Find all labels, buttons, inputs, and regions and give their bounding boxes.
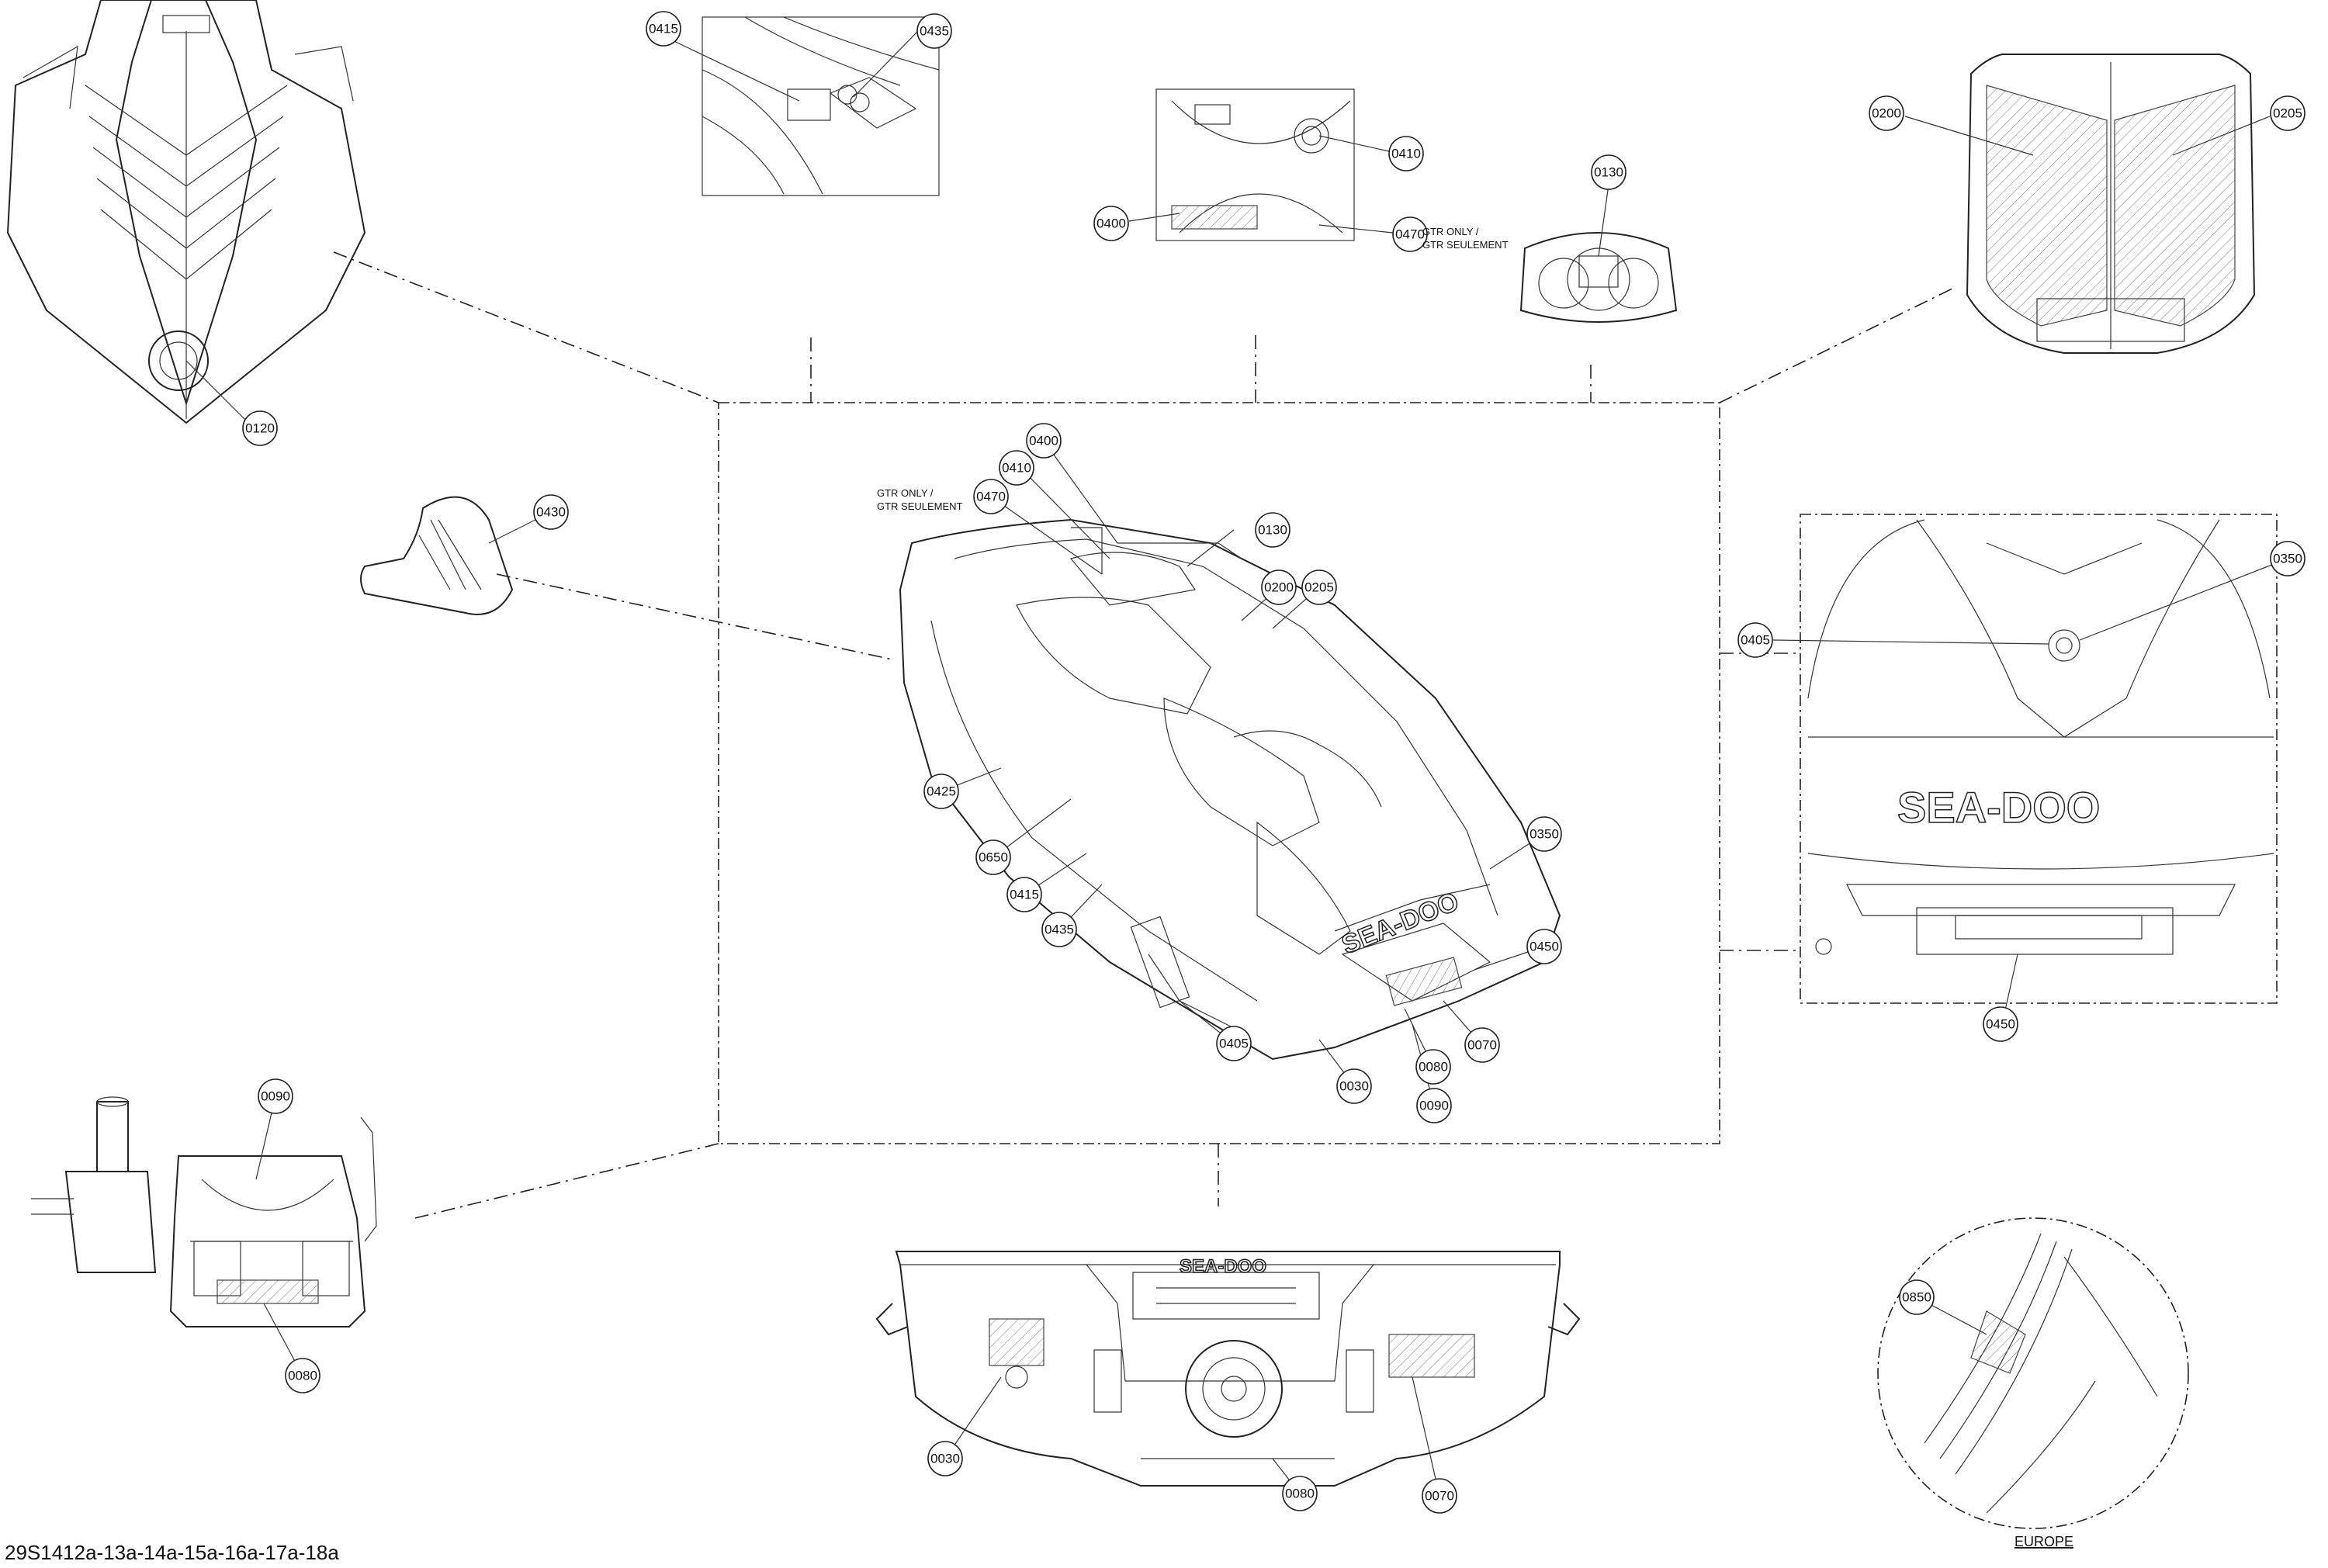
callout-0415-glovebox[interactable]: 0415	[646, 11, 681, 47]
callout-0410-main[interactable]: 0410	[999, 450, 1034, 486]
callout-0205-main[interactable]: 0205	[1301, 569, 1337, 605]
callout-0205-pad[interactable]: 0205	[2270, 95, 2305, 131]
callout-0080-main[interactable]: 0080	[1415, 1049, 1451, 1085]
svg-text:0205: 0205	[1304, 580, 1334, 595]
svg-text:0070: 0070	[1467, 1038, 1497, 1053]
stern-brand-logo: SEA-DOO	[1180, 1256, 1266, 1277]
callout-0030-main[interactable]: 0030	[1336, 1068, 1372, 1104]
gauge-cluster-detail	[1519, 232, 1678, 323]
callout-0070-stern[interactable]: 0070	[1422, 1478, 1457, 1514]
svg-text:0450: 0450	[1986, 1017, 2015, 1032]
svg-text:0425: 0425	[927, 784, 956, 799]
callout-0200-main[interactable]: 0200	[1261, 569, 1297, 605]
callout-0450-main[interactable]: 0450	[1526, 929, 1562, 964]
svg-text:0090: 0090	[1419, 1099, 1449, 1113]
europe-detail	[1877, 1217, 2189, 1529]
svg-text:0130: 0130	[1594, 165, 1623, 180]
callout-0435-main[interactable]: 0435	[1041, 912, 1077, 947]
main-view-frame	[718, 402, 1720, 1144]
svg-text:0415: 0415	[649, 22, 678, 36]
svg-text:0200: 0200	[1872, 106, 1901, 121]
callout-0405-main[interactable]: 0405	[1216, 1026, 1252, 1061]
callout-0405-rear[interactable]: 0405	[1737, 622, 1773, 658]
svg-text:0120: 0120	[245, 421, 275, 436]
svg-text:0200: 0200	[1264, 580, 1294, 595]
view-connectors	[333, 251, 1956, 1219]
svg-text:0435: 0435	[1044, 922, 1074, 937]
callout-0080-stern[interactable]: 0080	[1282, 1476, 1318, 1511]
callout-0090-pump[interactable]: 0090	[258, 1078, 293, 1114]
svg-text:0470: 0470	[976, 490, 1006, 504]
svg-text:0070: 0070	[1425, 1489, 1454, 1504]
callout-0450-rear[interactable]: 0450	[1983, 1006, 2018, 1042]
svg-text:0450: 0450	[1529, 940, 1559, 954]
svg-text:0400: 0400	[1096, 216, 1126, 231]
callout-0410-storage[interactable]: 0410	[1388, 136, 1424, 171]
svg-text:0405: 0405	[1741, 633, 1770, 648]
gtr-note-main-line1: GTR ONLY /	[877, 487, 934, 499]
svg-text:0400: 0400	[1029, 434, 1058, 448]
callout-0400-storage[interactable]: 0400	[1093, 206, 1129, 241]
callout-0470-storage[interactable]: 0470	[1392, 216, 1428, 252]
deck-pad-view	[1966, 54, 2256, 354]
rear-deck-view: SEA-DOO	[1800, 514, 2278, 1004]
svg-text:0030: 0030	[1339, 1079, 1369, 1094]
hood-view	[6, 0, 366, 424]
callout-0415-main[interactable]: 0415	[1006, 877, 1042, 912]
svg-text:0410: 0410	[1002, 461, 1031, 476]
svg-text:0130: 0130	[1258, 523, 1287, 538]
rear-brand-logo: SEA-DOO	[1897, 783, 2100, 832]
callout-0400-main[interactable]: 0400	[1026, 423, 1062, 459]
callout-0430[interactable]: 0430	[533, 494, 569, 530]
svg-text:0350: 0350	[2273, 552, 2302, 566]
callout-0120[interactable]: 0120	[242, 410, 278, 446]
pump-assembly-view	[31, 1096, 377, 1327]
svg-text:0030: 0030	[930, 1452, 960, 1466]
storage-detail	[1155, 88, 1355, 241]
handle-part	[360, 496, 514, 615]
callout-0090-main[interactable]: 0090	[1416, 1088, 1452, 1123]
svg-text:0405: 0405	[1219, 1037, 1249, 1051]
svg-text:0090: 0090	[261, 1089, 290, 1104]
svg-text:0350: 0350	[1529, 827, 1559, 842]
gtr-note-top-line1: GTR ONLY /	[1422, 226, 1479, 237]
callout-0130-gauge[interactable]: 0130	[1591, 154, 1626, 190]
stern-view: SEA-DOO	[875, 1251, 1581, 1487]
callout-0350-rear[interactable]: 0350	[2270, 541, 2305, 576]
svg-text:0080: 0080	[1285, 1487, 1315, 1501]
svg-text:0650: 0650	[979, 850, 1008, 865]
callout-0425[interactable]: 0425	[923, 774, 959, 809]
callout-0350-main[interactable]: 0350	[1526, 816, 1562, 852]
svg-text:0430: 0430	[536, 505, 566, 520]
svg-text:0850: 0850	[1902, 1290, 1931, 1305]
callout-0200-pad[interactable]: 0200	[1869, 95, 1904, 131]
callout-0470-main[interactable]: 0470	[973, 479, 1009, 514]
svg-text:0080: 0080	[1419, 1060, 1448, 1075]
callout-0080-pump[interactable]: 0080	[285, 1358, 320, 1393]
callout-0070-main[interactable]: 0070	[1464, 1027, 1500, 1063]
svg-text:0410: 0410	[1391, 147, 1421, 161]
svg-text:0080: 0080	[288, 1369, 317, 1383]
watercraft-main: SEA-DOO	[899, 518, 1561, 1061]
europe-label: EUROPE	[2014, 1534, 2073, 1549]
svg-text:0205: 0205	[2273, 106, 2302, 121]
callout-0650[interactable]: 0650	[975, 839, 1011, 875]
svg-text:0470: 0470	[1395, 227, 1425, 242]
gtr-note-top-line2: GTR SEULEMENT	[1422, 239, 1509, 251]
callout-0030-stern[interactable]: 0030	[927, 1441, 963, 1476]
callout-0850[interactable]: 0850	[1899, 1279, 1935, 1315]
diagram-code: 29S1412a-13a-14a-15a-16a-17a-18a	[5, 1541, 339, 1564]
glovebox-detail	[702, 16, 940, 196]
svg-text:0415: 0415	[1010, 888, 1039, 902]
svg-text:0435: 0435	[920, 24, 949, 39]
callout-0435-glovebox[interactable]: 0435	[916, 13, 952, 49]
callout-0130-main[interactable]: 0130	[1255, 512, 1290, 548]
gtr-note-main-line2: GTR SEULEMENT	[877, 500, 963, 512]
